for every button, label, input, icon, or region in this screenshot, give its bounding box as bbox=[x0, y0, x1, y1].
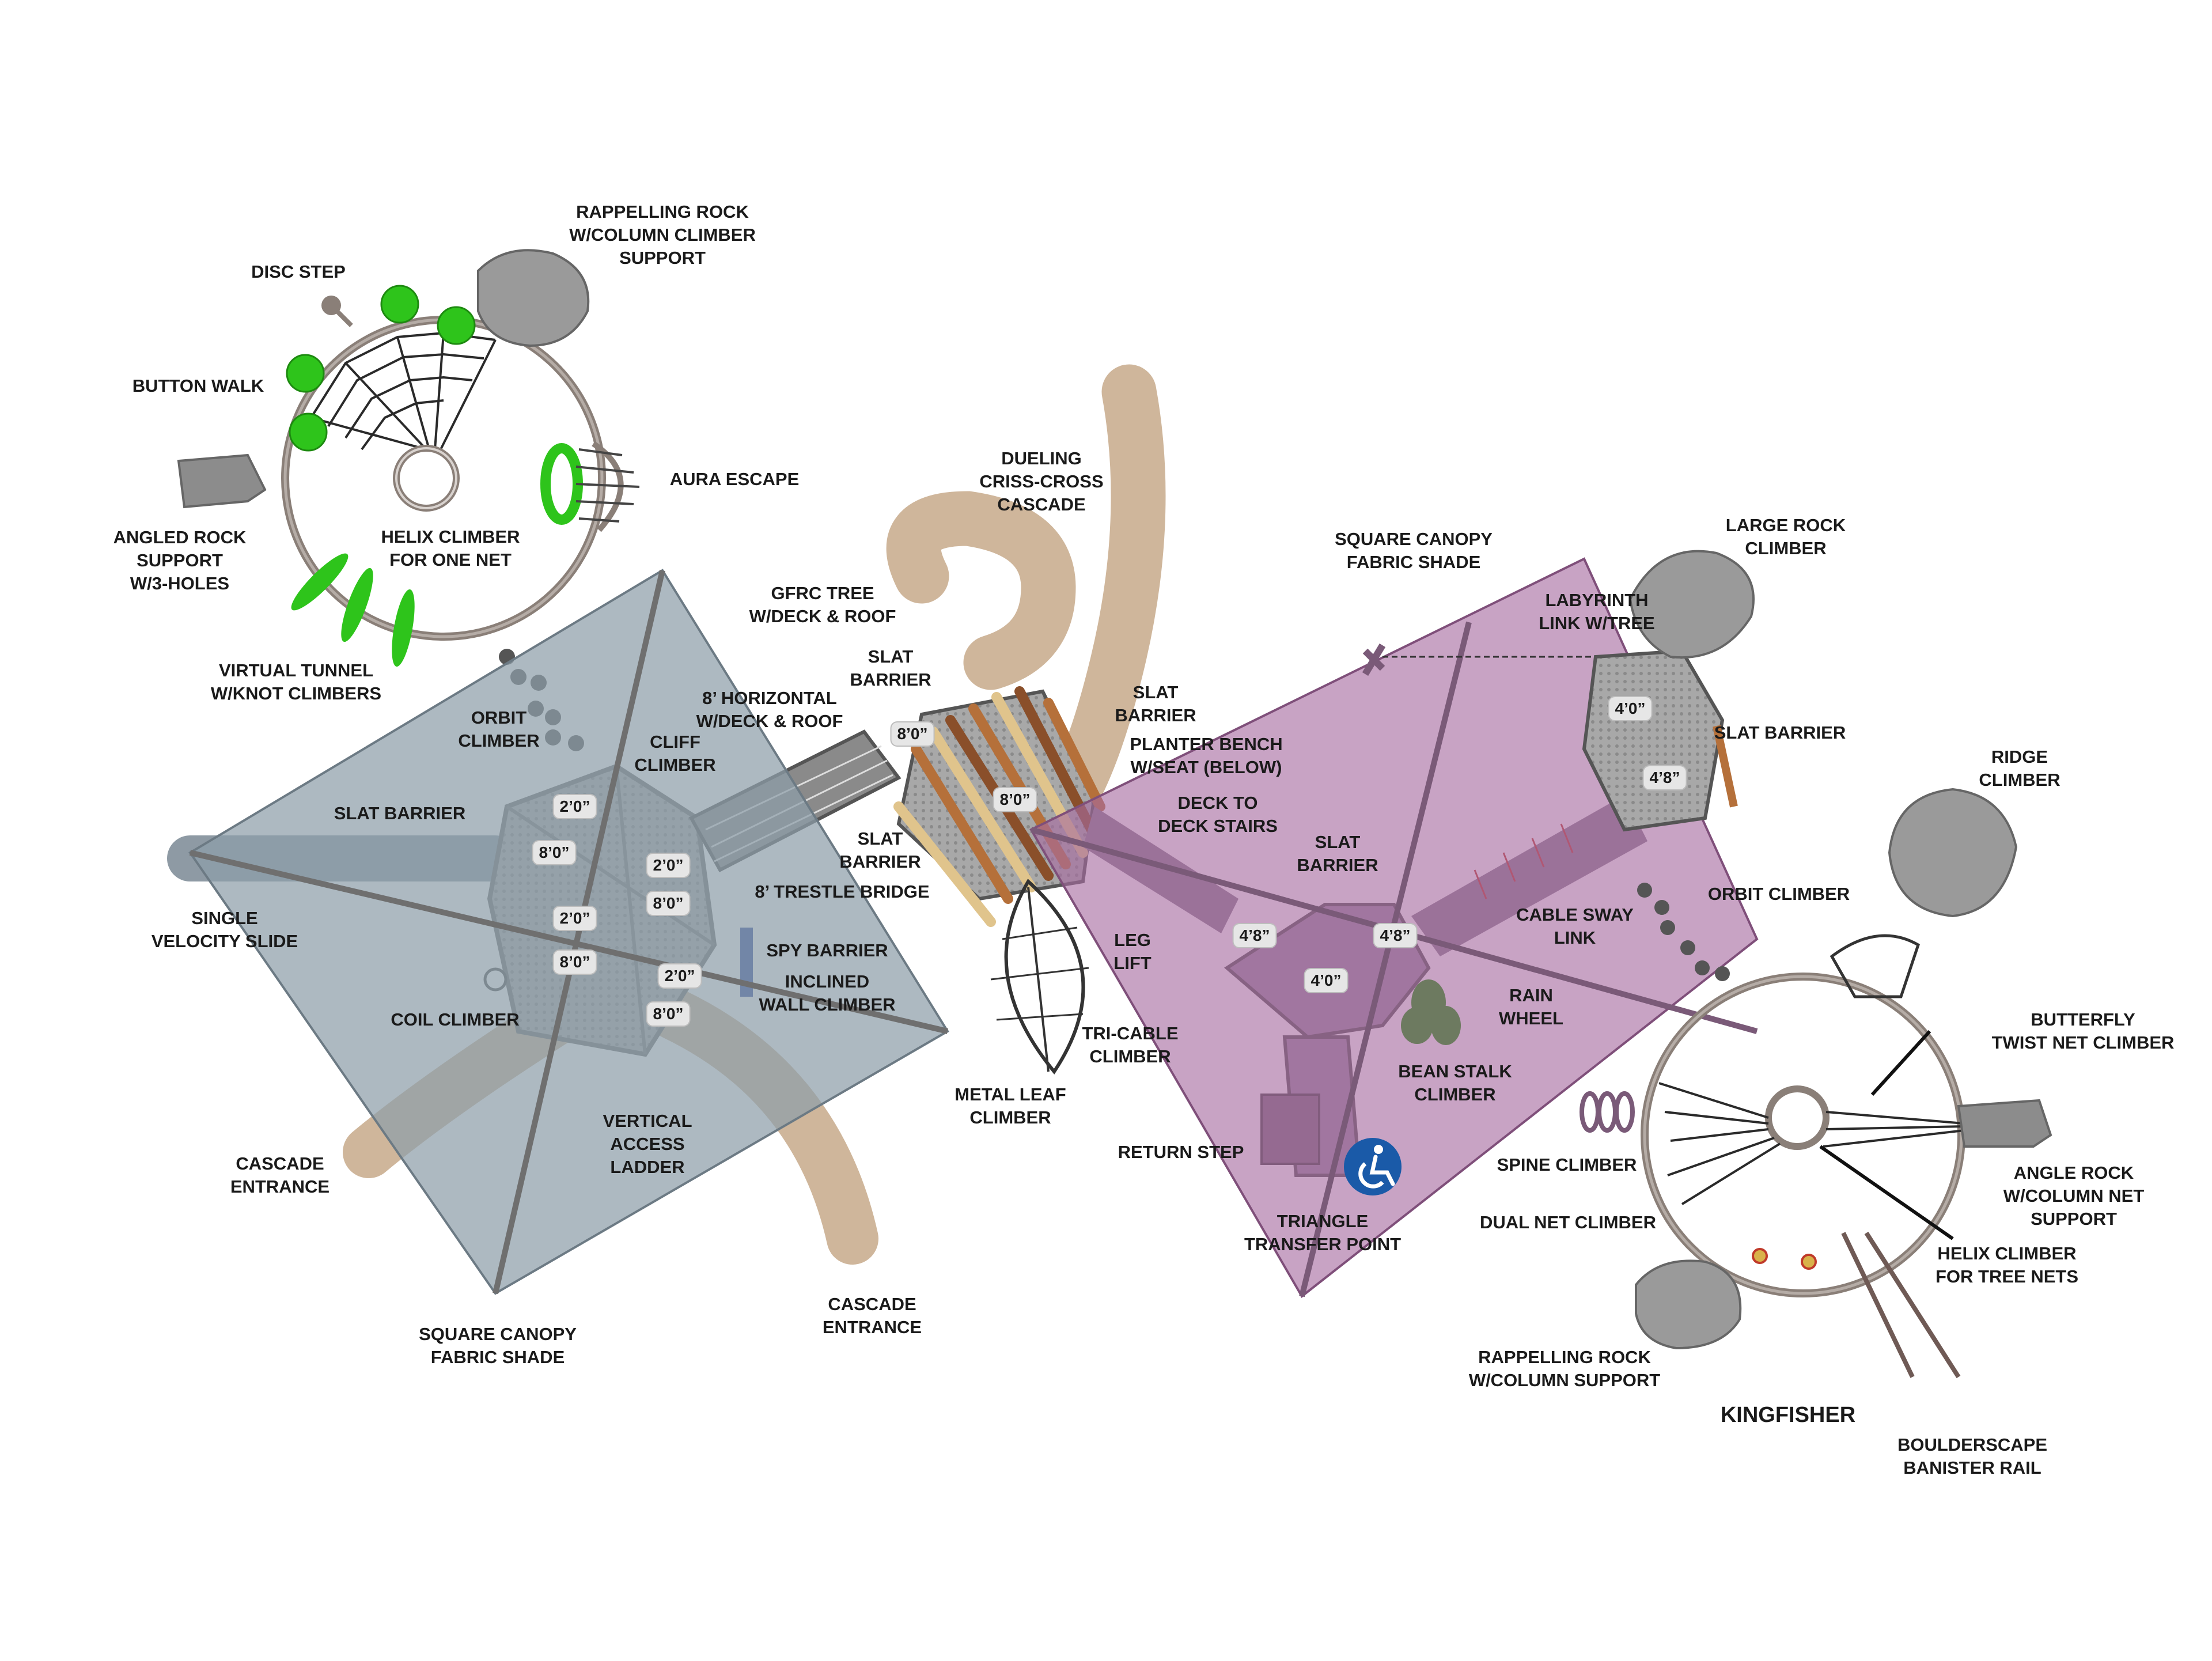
label-slat-barrier-purple: SLAT BARRIER bbox=[1297, 832, 1378, 875]
height-tag: 8’0” bbox=[647, 892, 690, 915]
label-dual-net-climber: DUAL NET CLIMBER bbox=[1480, 1212, 1656, 1232]
height-tag: 4’8” bbox=[1374, 924, 1416, 947]
label-button-walk: BUTTON WALK bbox=[132, 376, 264, 396]
height-tag: 8’0” bbox=[647, 1002, 690, 1026]
kingfisher-ring bbox=[1580, 934, 2052, 1379]
label-rappelling-rock-column-climber: RAPPELLING ROCK W/COLUMN CLIMBER SUPPORT bbox=[569, 202, 756, 268]
label-dueling-cascade: DUELING CRISS-CROSS CASCADE bbox=[979, 448, 1104, 514]
orbit-climber-right bbox=[1637, 883, 1730, 981]
spider-net bbox=[310, 331, 497, 451]
label-cascade-entrance-bottom: CASCADE ENTRANCE bbox=[822, 1294, 922, 1337]
label-square-canopy-right: SQUARE CANOPY FABRIC SHADE bbox=[1335, 529, 1493, 572]
label-ridge-climber: RIDGE CLIMBER bbox=[1979, 747, 2061, 790]
angled-rock bbox=[177, 453, 267, 509]
height-tag: 8’0” bbox=[994, 788, 1036, 811]
height-tag: 2’0” bbox=[647, 854, 690, 877]
height-tag: 8’0” bbox=[891, 722, 934, 746]
label-angled-rock-support: ANGLED ROCK SUPPORT W/3-HOLES bbox=[113, 527, 247, 593]
rappelling-rock-top bbox=[477, 249, 590, 347]
height-tag: 2’0” bbox=[554, 907, 596, 930]
label-square-canopy-left: SQUARE CANOPY FABRIC SHADE bbox=[419, 1324, 577, 1367]
wheelchair-accessible-icon bbox=[1344, 1138, 1402, 1195]
labyrinth-link bbox=[1362, 643, 1601, 676]
label-triangle-transfer-point: TRIANGLE TRANSFER POINT bbox=[1244, 1211, 1402, 1254]
right-tower bbox=[1582, 550, 1755, 832]
label-aura-escape: AURA ESCAPE bbox=[669, 469, 800, 489]
helix-climber-one-net bbox=[177, 249, 640, 667]
label-cascade-entrance-left: CASCADE ENTRANCE bbox=[230, 1153, 330, 1197]
ridge-climber bbox=[1888, 788, 2018, 918]
virtual-tunnel bbox=[291, 553, 415, 667]
label-vertical-access-ladder: VERTICAL ACCESS LADDER bbox=[603, 1111, 692, 1177]
label-cliff-climber: CLIFF CLIMBER bbox=[634, 732, 716, 775]
aura-escape bbox=[540, 443, 583, 525]
label-deck-to-deck-stairs: DECK TO DECK STAIRS bbox=[1158, 793, 1278, 836]
label-coil-climber: COIL CLIMBER bbox=[391, 1009, 520, 1030]
metal-leaf-climber bbox=[990, 879, 1089, 1075]
label-disc-step: DISC STEP bbox=[251, 262, 346, 282]
label-trestle-bridge: 8’ TRESTLE BRIDGE bbox=[755, 881, 930, 902]
label-single-velocity-slide: SINGLE VELOCITY SLIDE bbox=[151, 908, 298, 951]
label-virtual-tunnel: VIRTUAL TUNNEL W/KNOT CLIMBERS bbox=[210, 660, 382, 703]
label-orbit-climber-left: ORBIT CLIMBER bbox=[458, 707, 540, 751]
label-kingfisher: KINGFISHER bbox=[1720, 1403, 1856, 1427]
height-tag: 2’0” bbox=[658, 964, 701, 987]
label-inclined-wall-climber: INCLINED WALL CLIMBER bbox=[759, 971, 896, 1015]
label-bean-stalk-climber: BEAN STALK CLIMBER bbox=[1398, 1061, 1512, 1104]
label-horizontal-deck-roof: 8’ HORIZONTAL W/DECK & ROOF bbox=[696, 688, 843, 731]
label-spy-barrier: SPY BARRIER bbox=[766, 940, 888, 960]
label-slat-barrier-right: SLAT BARRIER bbox=[1714, 722, 1846, 743]
label-labyrinth-link: LABYRINTH LINK W/TREE bbox=[1539, 590, 1655, 633]
height-tag: 4’0” bbox=[1609, 697, 1652, 720]
leader-lines bbox=[1819, 1030, 1954, 1240]
label-orbit-climber-right: ORBIT CLIMBER bbox=[1707, 884, 1850, 904]
height-tag: 2’0” bbox=[554, 795, 596, 818]
label-tri-cable-climber: TRI-CABLE CLIMBER bbox=[1082, 1023, 1179, 1066]
height-tag: 4’8” bbox=[1233, 924, 1276, 947]
label-helix-climber-one-net: HELIX CLIMBER FOR ONE NET bbox=[381, 527, 520, 570]
height-tag: 4’0” bbox=[1305, 969, 1347, 992]
label-butterfly-twist: BUTTERFLY TWIST NET CLIMBER bbox=[1991, 1009, 2175, 1053]
label-slat-barrier-mid-upper: SLAT BARRIER bbox=[850, 646, 931, 690]
label-return-step: RETURN STEP bbox=[1118, 1142, 1244, 1162]
label-leg-lift: LEG LIFT bbox=[1113, 930, 1152, 973]
label-slat-barrier-mid-lower: SLAT BARRIER bbox=[839, 828, 921, 872]
label-gfrc-tree: GFRC TREE W/DECK & ROOF bbox=[749, 583, 896, 626]
canopy-left-frame bbox=[189, 569, 949, 1295]
label-rappelling-rock-column-support: RAPPELLING ROCK W/COLUMN SUPPORT bbox=[1468, 1347, 1661, 1390]
bean-stalk bbox=[1401, 979, 1461, 1045]
label-rain-wheel: RAIN WHEEL bbox=[1499, 985, 1563, 1028]
button-walk bbox=[286, 285, 476, 452]
height-tag: 8’0” bbox=[533, 841, 575, 864]
label-planter-bench: PLANTER BENCH W/SEAT (BELOW) bbox=[1130, 734, 1283, 777]
label-slat-barrier-mid-right: SLAT BARRIER bbox=[1115, 682, 1196, 725]
label-slat-barrier-left: SLAT BARRIER bbox=[334, 803, 466, 823]
aura-net bbox=[575, 448, 640, 523]
label-large-rock-climber: LARGE ROCK CLIMBER bbox=[1725, 515, 1846, 558]
height-tag: 8’0” bbox=[554, 951, 596, 974]
label-metal-leaf-climber: METAL LEAF CLIMBER bbox=[955, 1084, 1066, 1127]
label-spine-climber: SPINE CLIMBER bbox=[1497, 1155, 1637, 1175]
label-cable-sway-link: CABLE SWAY LINK bbox=[1516, 905, 1634, 948]
height-tag: 4’8” bbox=[1643, 766, 1686, 789]
label-angle-rock-column-net: ANGLE ROCK W/COLUMN NET SUPPORT bbox=[2003, 1163, 2145, 1229]
label-helix-climber-tree-nets: HELIX CLIMBER FOR TREE NETS bbox=[1935, 1243, 2079, 1287]
label-boulderscape-banister: BOULDERSCAPE BANISTER RAIL bbox=[1897, 1435, 2048, 1478]
